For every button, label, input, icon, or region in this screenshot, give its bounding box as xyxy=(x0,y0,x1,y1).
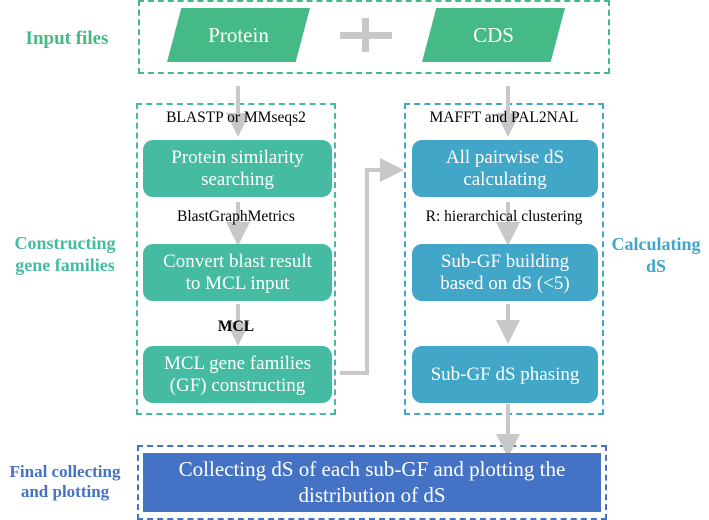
step-collecting-plotting: Collecting dS of each sub-GF and plottin… xyxy=(143,453,601,512)
input-files-group xyxy=(138,0,610,74)
ds-calculation-group xyxy=(404,103,604,415)
stage-label-input: Input files xyxy=(25,28,109,49)
plus-icon xyxy=(340,18,392,52)
tool-r-hierarchical-clustering: R: hierarchical clustering xyxy=(425,208,583,225)
tool-blastp: BLASTP or MMseqs2 xyxy=(166,109,306,126)
stage-label-constructing: Constructing gene families xyxy=(14,233,116,275)
cds-input: CDS xyxy=(422,8,565,62)
step-sub-gf-ds-phasing: Sub-GF dS phasing xyxy=(412,346,598,403)
step-protein-similarity: Protein similarity searching xyxy=(143,140,332,197)
step-all-pairwise-ds: All pairwise dS calculating xyxy=(412,140,598,197)
tool-mcl: MCL xyxy=(217,318,255,335)
stage-label-final: Final collecting and plotting xyxy=(9,462,121,502)
step-mcl-gene-families: MCL gene families (GF) constructing xyxy=(143,346,332,403)
final-group xyxy=(137,445,607,520)
tool-blastgraphmetrics: BlastGraphMetrics xyxy=(177,208,295,225)
step-sub-gf-building: Sub-GF building based on dS (<5) xyxy=(412,244,598,301)
arrow-gf-to-ds xyxy=(340,158,404,375)
tool-mafft-pal2nal: MAFFT and PAL2NAL xyxy=(429,109,579,126)
step-convert-blast: Convert blast result to MCL input xyxy=(143,244,332,301)
stage-label-calculating: Calculating dS xyxy=(611,234,701,276)
protein-input: Protein xyxy=(167,8,310,62)
